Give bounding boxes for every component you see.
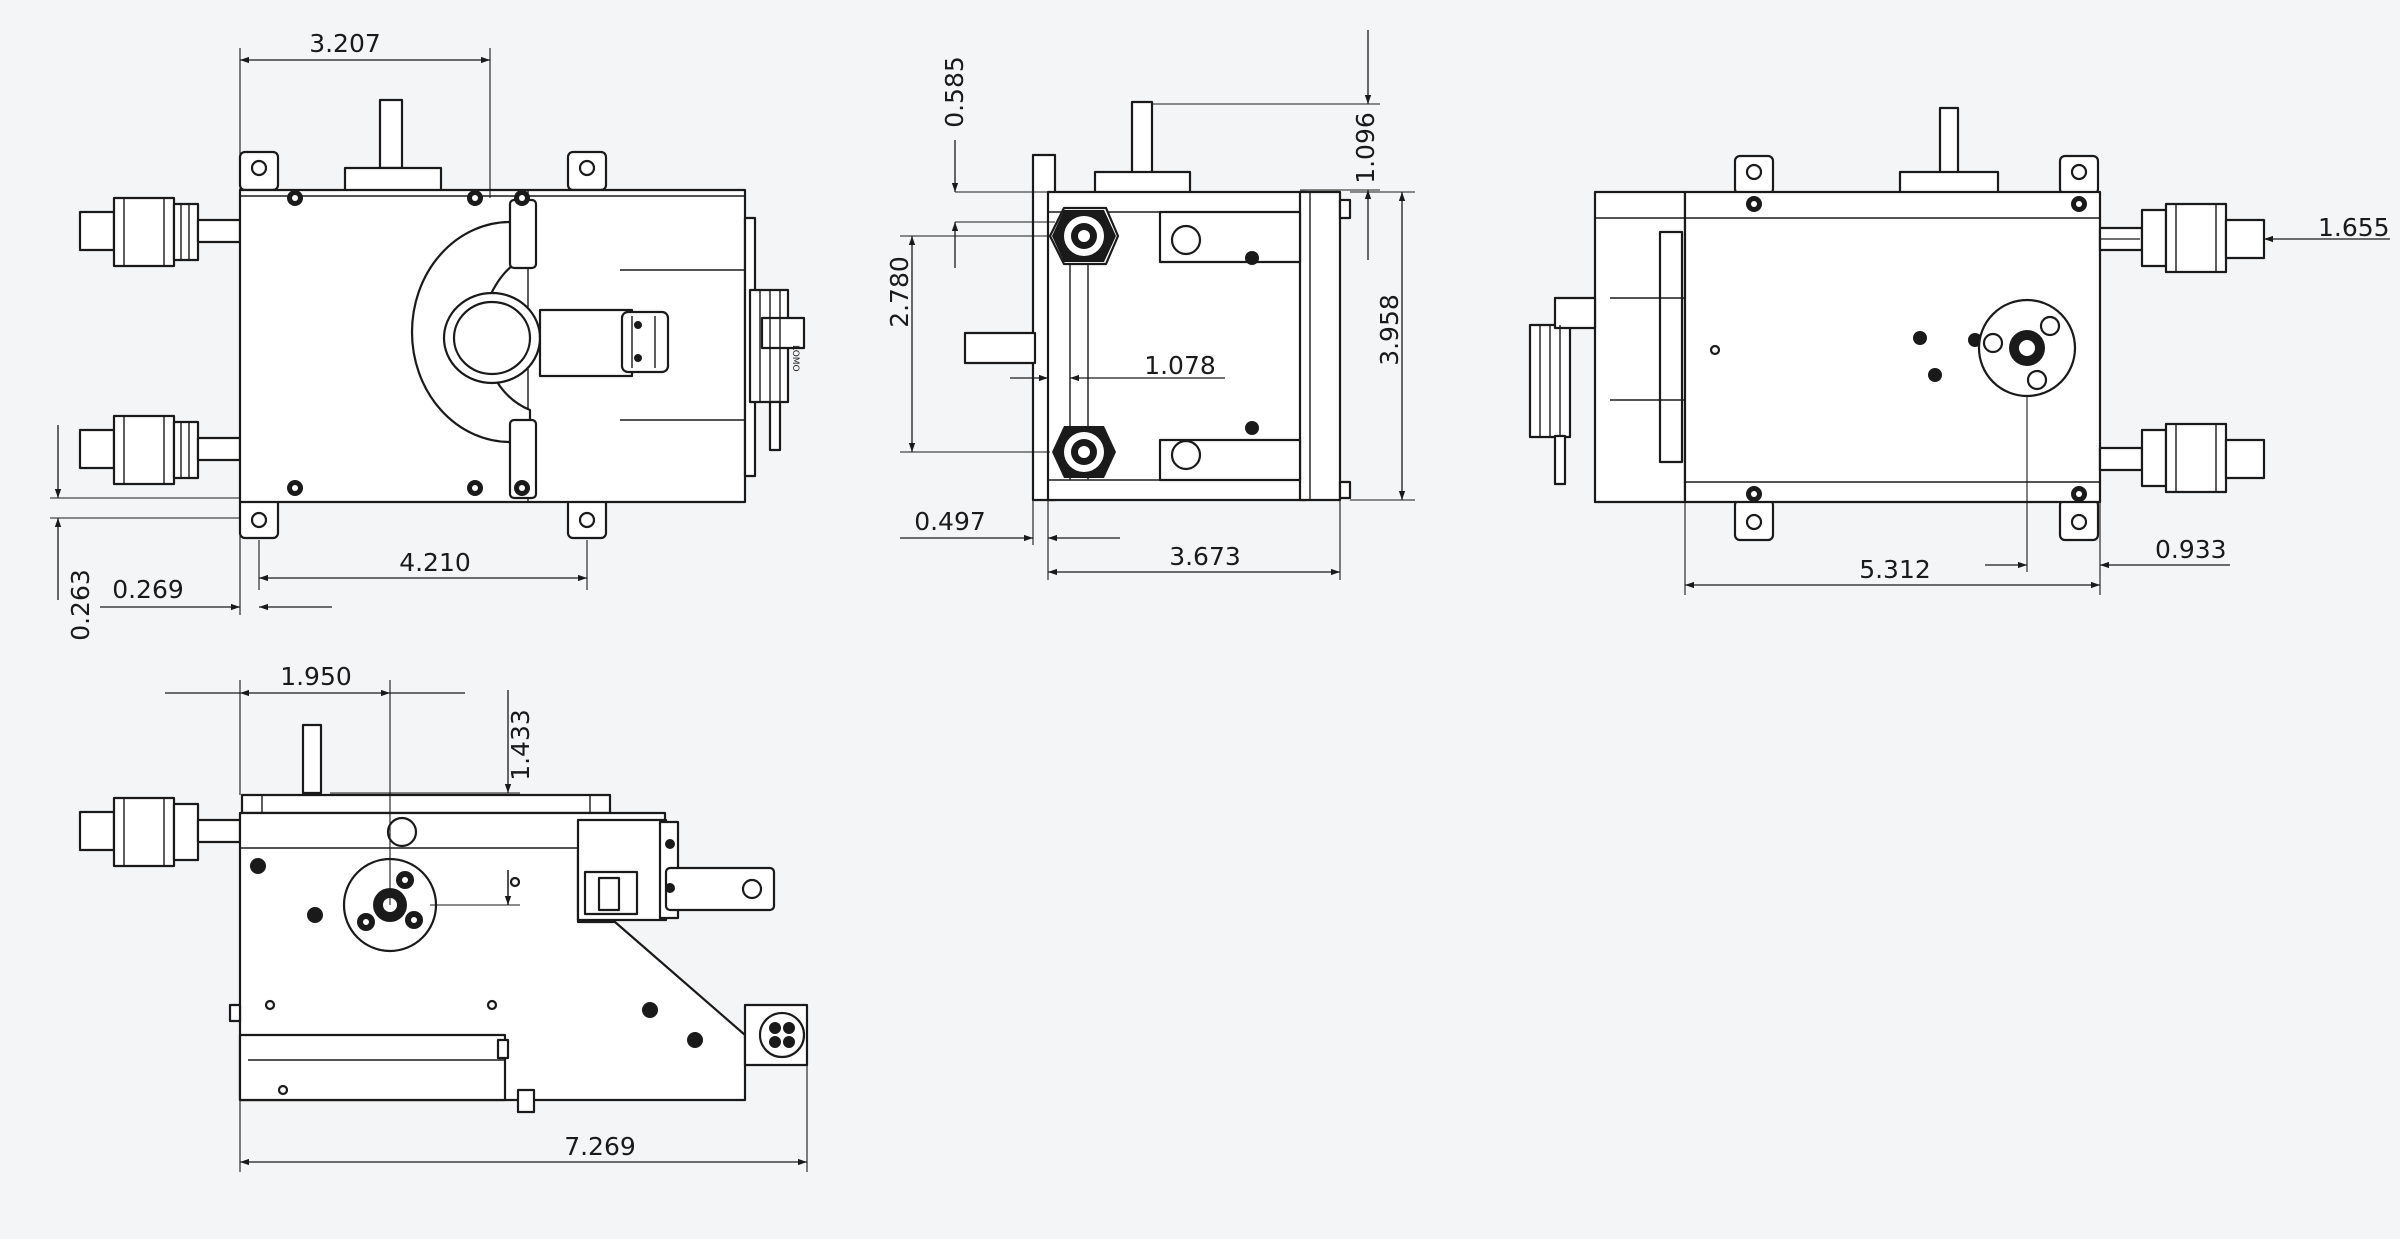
dim-back-fitting-offset: 1.655 [2318,213,2390,242]
front-shaft [378,98,404,170]
iso-end-block [743,1003,809,1067]
dim-iso-hub-position: 1.950 [280,662,352,691]
front-view: LOMO 3.207 4.210 0.269 0.263 [50,29,806,641]
dim-front-width-top: 3.207 [309,29,381,58]
back-hub [1977,298,2077,398]
back-screws [1709,196,2087,502]
front-top-bracket [343,166,443,194]
dim-iso-total-length: 7.269 [564,1132,636,1161]
iso-top-plate [240,793,612,815]
back-view: 1.655 5.312 0.933 [1528,106,2390,595]
dim-side-top-offset: 0.585 [940,56,969,128]
dim-side-total-height: 3.958 [1375,294,1404,366]
dim-front-left-offset: 0.269 [112,575,184,604]
dim-side-width: 3.673 [1169,542,1241,571]
back-mount-tabs [1733,154,2100,542]
iso-dimensions: 1.950 1.433 7.269 [165,662,808,1172]
iso-shaft [301,723,323,795]
back-upper-fitting [2098,202,2266,274]
dim-side-shaft-offset: 1.078 [1144,351,1216,380]
side-dimensions: 0.585 1.096 2.780 3.958 1.078 0.497 [885,30,1415,580]
back-lower-fitting [2098,422,2266,494]
back-dimensions: 1.655 5.312 0.933 [1684,213,2390,595]
front-lower-fitting [78,414,242,486]
side-stub [963,331,1037,365]
side-hex-fittings [1048,206,1120,478]
connector-mark: LOMO [790,345,800,372]
iso-view: 1.950 1.433 7.269 [78,662,809,1172]
side-view: 0.585 1.096 2.780 3.958 1.078 0.497 [885,30,1415,580]
dim-front-vertical-offset: 0.263 [66,569,95,641]
back-shaft [1938,106,1960,178]
back-connector [1528,296,1597,486]
iso-base-rail [228,1003,536,1114]
dim-side-top-height: 1.096 [1351,112,1380,184]
front-mount-tabs [238,150,608,540]
dim-side-left-offset: 0.497 [914,507,986,536]
side-shaft [1130,100,1154,176]
iso-fitting [78,796,242,868]
front-dimensions: 3.207 4.210 0.269 0.263 [50,29,588,641]
front-screws [287,190,530,496]
front-connector: LOMO [748,288,806,452]
dim-back-shaft-position: 5.312 [1859,555,1931,584]
front-pump-head [410,198,670,500]
dim-iso-hub-height: 1.433 [506,709,535,781]
front-upper-fitting [78,196,242,268]
dim-back-right-offset: 0.933 [2155,535,2227,564]
dim-front-bottom-span: 4.210 [399,548,471,577]
dim-side-fitting-spacing: 2.780 [885,256,914,328]
